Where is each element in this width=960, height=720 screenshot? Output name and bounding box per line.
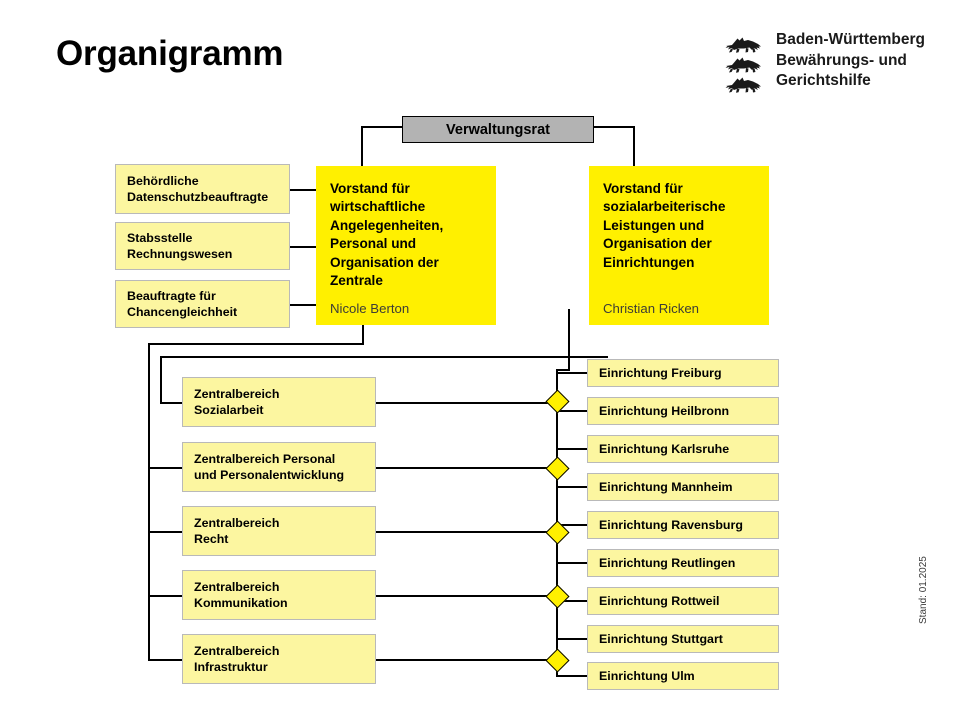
node-einrichtung-ravensburg[interactable]: Einrichtung Ravensburg xyxy=(587,511,779,539)
node-zentralbereich-kommunikation[interactable]: Zentralbereich Kommunikation xyxy=(182,570,376,620)
stand-date: Stand: 01.2025 xyxy=(918,556,929,624)
node-vorstand-wirtschaft[interactable]: Vorstand für wirtschaftliche Angelegenhe… xyxy=(316,166,496,325)
connector-fac-7 xyxy=(556,638,588,641)
connector-staff-2 xyxy=(290,246,316,249)
node-einrichtung-stuttgart-label: Einrichtung Stuttgart xyxy=(599,631,723,646)
connector-staff-3 xyxy=(290,304,316,307)
connector-leftboard-drop-v xyxy=(362,325,365,345)
node-zentralbereich-recht[interactable]: Zentralbereich Recht xyxy=(182,506,376,556)
node-staff-datenschutz-label: Behördliche Datenschutzbeauftragte xyxy=(127,173,269,204)
node-staff-datenschutz[interactable]: Behördliche Datenschutzbeauftragte xyxy=(115,164,290,214)
connector-fac-5 xyxy=(556,562,588,565)
connector-dept-2 xyxy=(148,531,182,534)
node-einrichtung-rottweil-label: Einrichtung Rottweil xyxy=(599,593,720,608)
node-einrichtung-heilbronn-label: Einrichtung Heilbronn xyxy=(599,403,730,418)
connector-dept-link-4 xyxy=(376,659,556,662)
connector-fac-1 xyxy=(556,410,588,413)
connector-council-left-v xyxy=(361,126,364,166)
connector-dept-1 xyxy=(148,467,182,470)
brand-line-1: Baden-Württemberg xyxy=(776,31,925,48)
node-staff-chancengleichheit-label: Beauftragte für Chancengleichheit xyxy=(127,288,238,319)
node-einrichtung-freiburg[interactable]: Einrichtung Freiburg xyxy=(587,359,779,387)
connector-dept-4 xyxy=(148,659,182,662)
connector-rightboard-drop-h xyxy=(556,369,570,372)
node-einrichtung-freiburg-label: Einrichtung Freiburg xyxy=(599,365,722,380)
connector-dept-inner-v xyxy=(160,356,163,404)
node-zentralbereich-sozialarbeit[interactable]: Zentralbereich Sozialarbeit xyxy=(182,377,376,427)
connector-leftboard-drop-h xyxy=(148,343,364,346)
node-zentralbereich-personal[interactable]: Zentralbereich Personal und Personalentw… xyxy=(182,442,376,492)
node-einrichtung-karlsruhe-label: Einrichtung Karlsruhe xyxy=(599,441,730,456)
node-einrichtung-rottweil[interactable]: Einrichtung Rottweil xyxy=(587,587,779,615)
node-einrichtung-reutlingen[interactable]: Einrichtung Reutlingen xyxy=(587,549,779,577)
node-zentralbereich-infrastruktur[interactable]: Zentralbereich Infrastruktur xyxy=(182,634,376,684)
node-einrichtung-mannheim[interactable]: Einrichtung Mannheim xyxy=(587,473,779,501)
link-diamond-5 xyxy=(545,648,570,673)
node-zentralbereich-personal-label: Zentralbereich Personal und Personalentw… xyxy=(194,451,345,482)
brand-line-3: Gerichtshilfe xyxy=(776,72,871,90)
node-zentralbereich-infrastruktur-label: Zentralbereich Infrastruktur xyxy=(194,643,280,674)
node-einrichtung-stuttgart[interactable]: Einrichtung Stuttgart xyxy=(587,625,779,653)
brand-line-2: Bewährungs- und xyxy=(776,51,907,69)
connector-dept-trunk xyxy=(148,343,151,661)
node-einrichtung-karlsruhe[interactable]: Einrichtung Karlsruhe xyxy=(587,435,779,463)
link-diamond-2 xyxy=(545,456,570,481)
node-vorstand-sozial-person: Christian Ricken xyxy=(603,301,700,316)
node-staff-chancengleichheit[interactable]: Beauftragte für Chancengleichheit xyxy=(115,280,290,328)
connector-fac-8 xyxy=(556,675,588,678)
connector-rightboard-drop-v xyxy=(568,309,571,371)
connector-council-left-h xyxy=(361,126,403,129)
three-lions-crest-icon xyxy=(722,30,764,94)
connector-dept-link-1 xyxy=(376,467,556,470)
brand-text: Baden-Württemberg Bewährungs- und Gerich… xyxy=(776,30,925,92)
brand-logo: Baden-Württemberg Bewährungs- und Gerich… xyxy=(722,30,925,94)
connector-dept-link-2 xyxy=(376,531,556,534)
connector-dept-0 xyxy=(160,402,182,405)
node-einrichtung-heilbronn[interactable]: Einrichtung Heilbronn xyxy=(587,397,779,425)
connector-fac-0 xyxy=(556,372,588,375)
node-einrichtung-ulm-label: Einrichtung Ulm xyxy=(599,668,695,683)
connector-council-right-h xyxy=(593,126,635,129)
node-vorstand-sozial-title: Vorstand für sozialarbeiterische Leistun… xyxy=(603,181,726,270)
node-vorstand-sozial[interactable]: Vorstand für sozialarbeiterische Leistun… xyxy=(589,166,769,325)
connector-fac-2 xyxy=(556,448,588,451)
connector-dept-inner-h xyxy=(160,356,608,359)
node-verwaltungsrat-label: Verwaltungsrat xyxy=(446,121,550,138)
node-staff-rechnungswesen-label: Stabsstelle Rechnungswesen xyxy=(127,230,233,261)
node-zentralbereich-kommunikation-label: Zentralbereich Kommunikation xyxy=(194,579,288,610)
connector-dept-3 xyxy=(148,595,182,598)
node-einrichtung-ulm[interactable]: Einrichtung Ulm xyxy=(587,662,779,690)
node-verwaltungsrat[interactable]: Verwaltungsrat xyxy=(402,116,594,143)
connector-fac-4 xyxy=(556,524,588,527)
connector-fac-3 xyxy=(556,486,588,489)
node-zentralbereich-sozialarbeit-label: Zentralbereich Sozialarbeit xyxy=(194,386,280,417)
node-zentralbereich-recht-label: Zentralbereich Recht xyxy=(194,515,280,546)
connector-dept-link-0 xyxy=(376,402,556,405)
connector-council-right-v xyxy=(633,126,636,166)
node-einrichtung-ravensburg-label: Einrichtung Ravensburg xyxy=(599,517,743,532)
connector-dept-link-3 xyxy=(376,595,556,598)
connector-staff-1 xyxy=(290,189,316,192)
node-vorstand-wirtschaft-person: Nicole Berton xyxy=(330,301,410,316)
page-title: Organigramm xyxy=(56,34,284,73)
node-vorstand-wirtschaft-title: Vorstand für wirtschaftliche Angelegenhe… xyxy=(330,181,444,289)
connector-fac-6 xyxy=(556,600,588,603)
node-einrichtung-reutlingen-label: Einrichtung Reutlingen xyxy=(599,555,736,570)
node-einrichtung-mannheim-label: Einrichtung Mannheim xyxy=(599,479,733,494)
node-staff-rechnungswesen[interactable]: Stabsstelle Rechnungswesen xyxy=(115,222,290,270)
link-diamond-4 xyxy=(545,584,570,609)
